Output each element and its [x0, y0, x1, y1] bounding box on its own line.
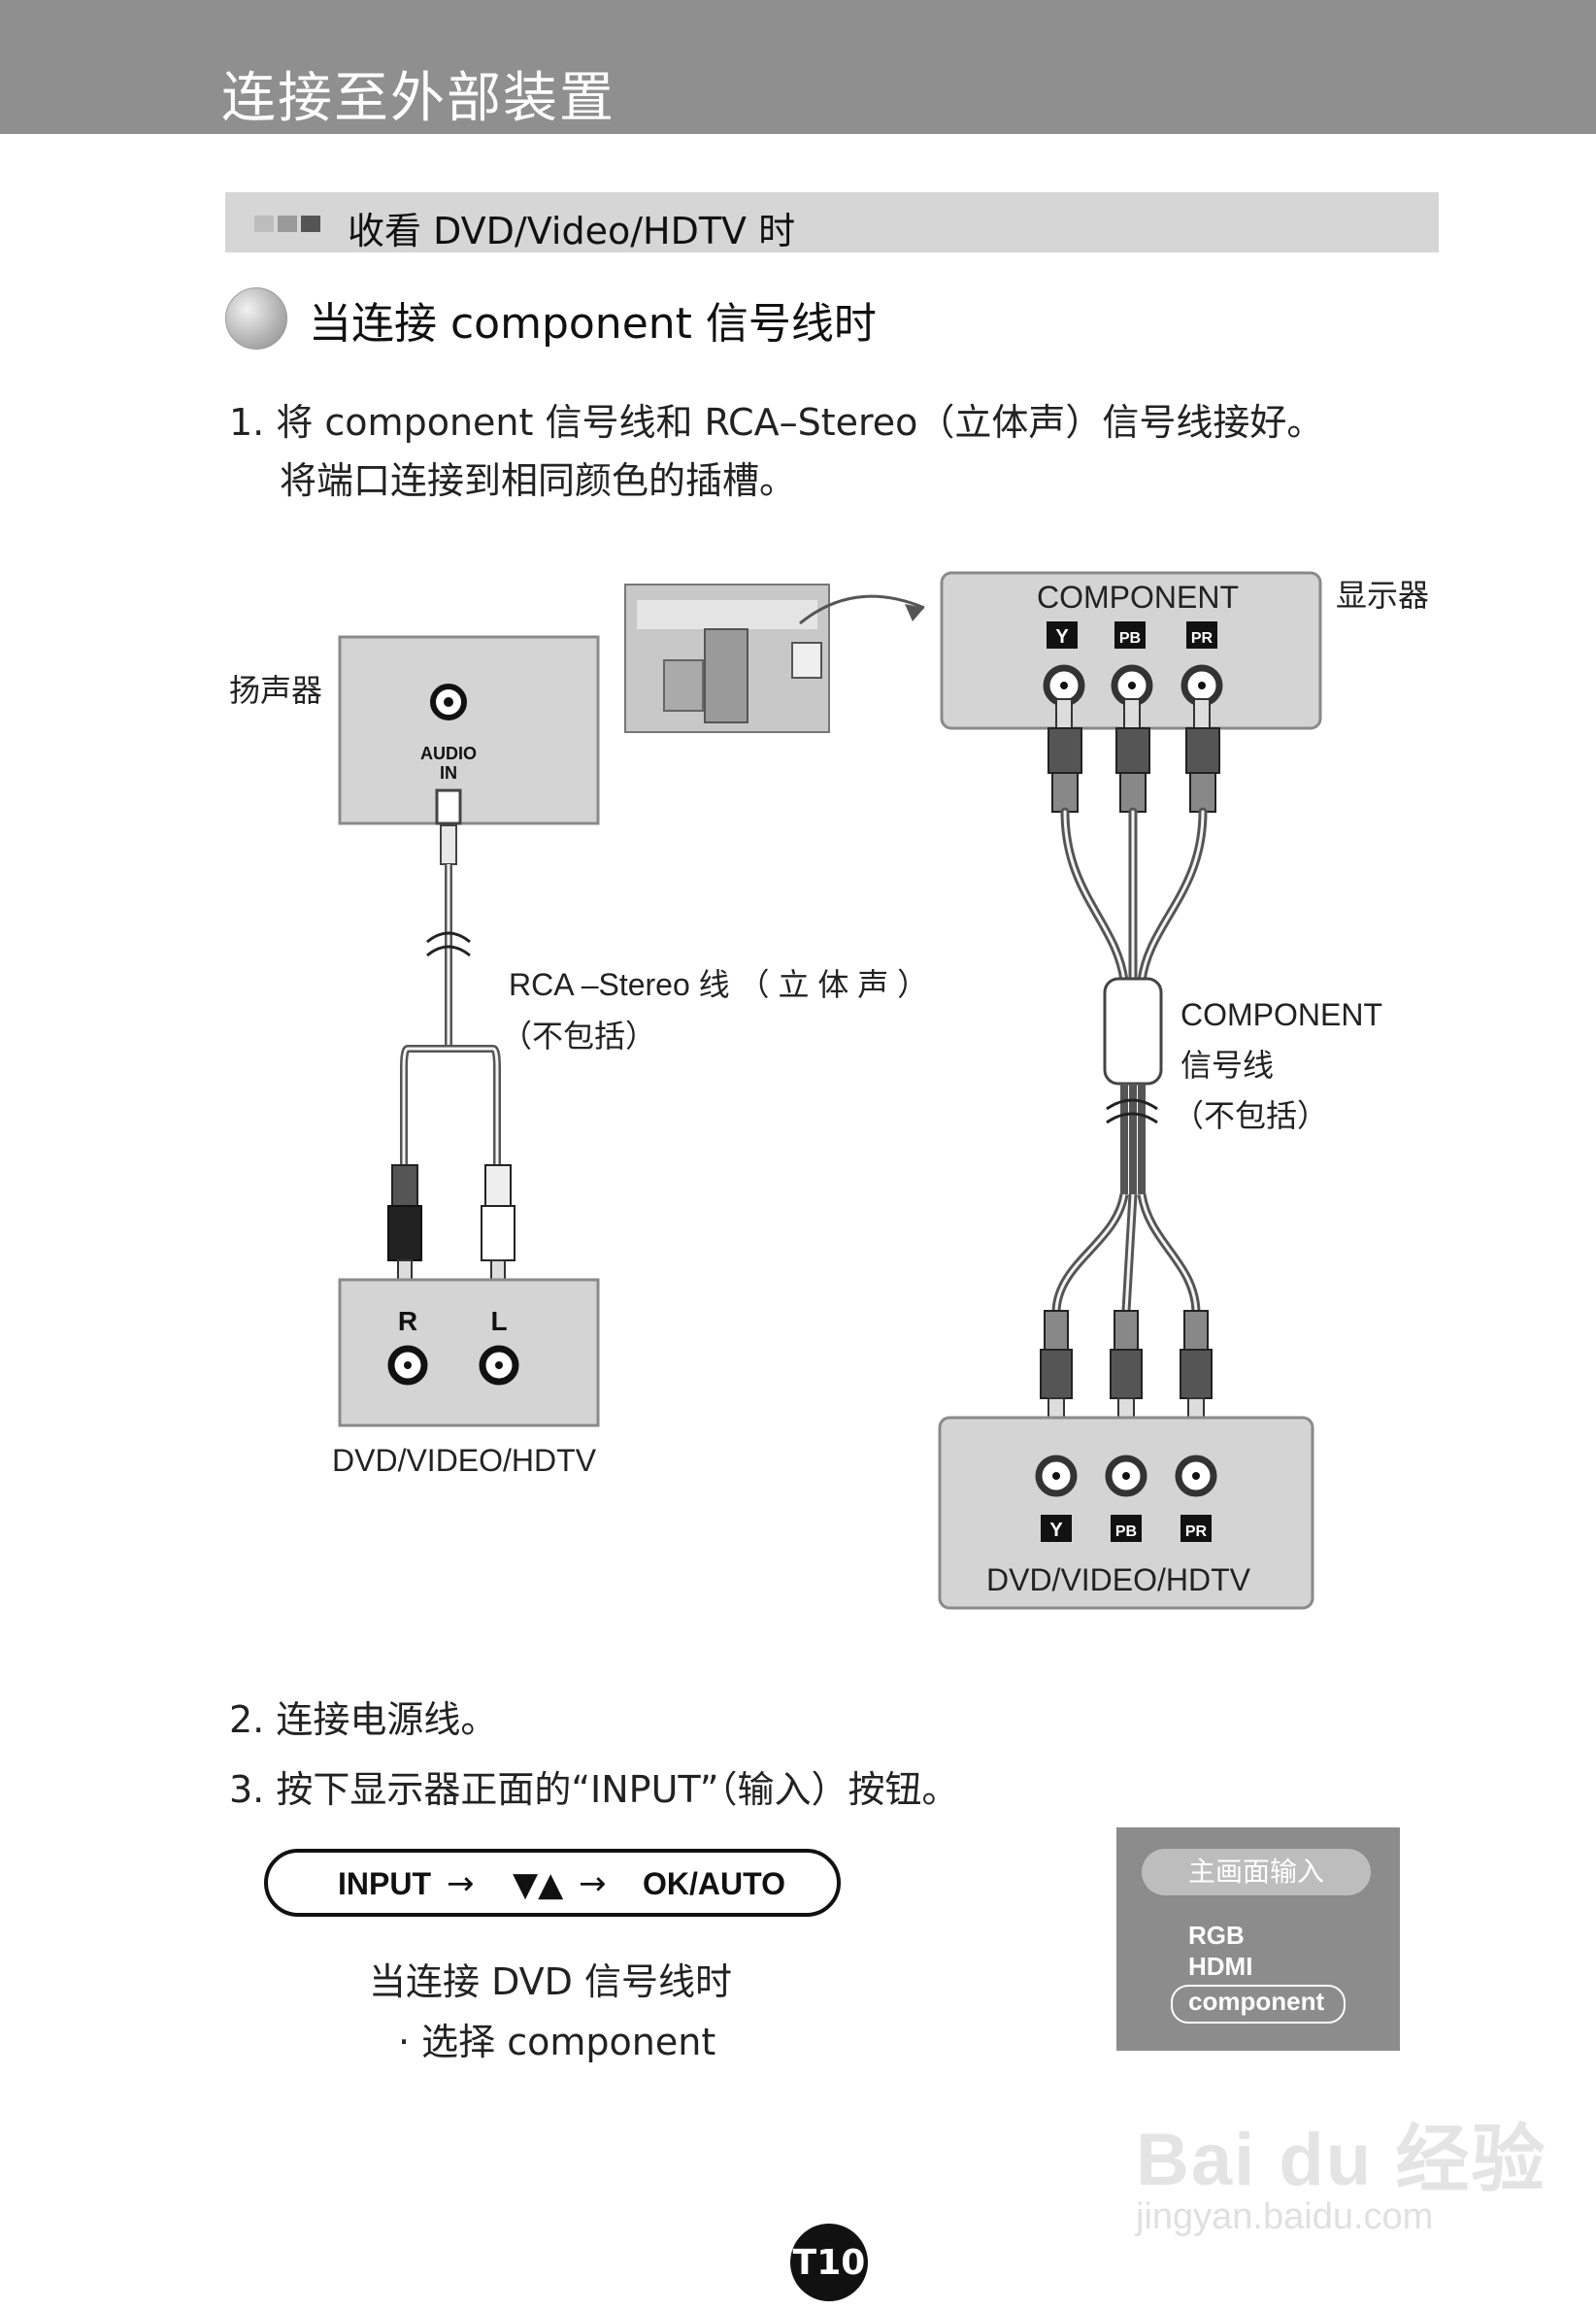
port-pr-label: PR	[1191, 630, 1214, 647]
subheading: 当连接 component 信号线时	[309, 299, 877, 349]
cable-bundle-clip	[1103, 977, 1163, 1086]
watermark-logo: Bai du 经验	[1136, 2119, 1547, 2201]
component-top-plugs	[1047, 698, 1220, 813]
l-plug	[484, 1164, 512, 1207]
r-label: R	[398, 1306, 417, 1336]
arrow-icon	[799, 594, 925, 625]
component-cable-note: （不包括）	[1173, 1098, 1328, 1133]
monitor-label: 显示器	[1336, 578, 1429, 613]
component-cable-label: COMPONENT	[1180, 997, 1382, 1032]
audio-plug	[435, 788, 462, 825]
audio-in-label: AUDIO	[420, 744, 477, 763]
step-2: 2. 连接电源线。	[229, 1698, 498, 1741]
dvd-port-y-label: Y	[1049, 1520, 1063, 1541]
button-sequence: INPUT → ▼▲ → OK/AUTO	[264, 1849, 841, 1917]
arrow-right-icon: →	[447, 1864, 475, 1903]
connection-diagram: AUDIO IN 扬声器 RCA –Stereo 线 （ 立 体 声 ） （不包…	[229, 571, 1429, 1610]
speaker-panel	[338, 635, 600, 825]
osd-item-component[interactable]: component	[1188, 1987, 1325, 2016]
dvd-port-pb-label: PB	[1115, 1523, 1137, 1540]
watermark-url: jingyan.baidu.com	[1136, 2196, 1434, 2237]
r-plug	[391, 1164, 418, 1207]
port-y-label: Y	[1055, 626, 1069, 648]
down-up-arrows-icon: ▼▲	[513, 1865, 564, 1904]
header-bar	[0, 0, 1596, 134]
square-icon	[254, 216, 274, 232]
component-bottom-plugs	[1040, 1310, 1213, 1428]
dvd-audio-panel	[338, 1278, 600, 1427]
port-pb-label: PB	[1119, 630, 1141, 647]
square-icon	[278, 216, 297, 232]
input-button-label: INPUT	[338, 1866, 431, 1901]
osd-title: 主画面输入	[1142, 1849, 1371, 1895]
dvd-left-label: DVD/VIDEO/HDTV	[332, 1443, 597, 1478]
section-bar	[225, 192, 1439, 252]
step-1-line-2: 将端口连接到相同颜色的插槽。	[280, 459, 797, 502]
dvd-port-pr-label: PR	[1185, 1523, 1208, 1540]
audio-in-label: IN	[440, 763, 457, 783]
osd-input-menu: 主画面输入 RGB HDMI component	[1116, 1827, 1400, 2051]
osd-item-hdmi[interactable]: HDMI	[1188, 1952, 1253, 1981]
dvd-note-line-1: 当连接 DVD 信号线时	[369, 1960, 733, 2003]
step-3: 3. 按下显示器正面的“INPUT”（输入）按钮。	[229, 1768, 959, 1811]
page-number: T10	[790, 2224, 868, 2301]
arrow-right-icon: →	[579, 1864, 607, 1903]
step-1-line-1: 1. 将 component 信号线和 RCA–Stereo（立体声）信号线接好…	[229, 401, 1324, 444]
dvd-component-panel	[938, 1416, 1314, 1610]
rca-cable-label: RCA –Stereo 线 （ 立 体 声 ）	[509, 967, 928, 1002]
speaker-label: 扬声器	[229, 673, 322, 708]
section-title: 收看 DVD/Video/HDTV 时	[348, 210, 796, 252]
osd-item-rgb[interactable]: RGB	[1188, 1921, 1245, 1950]
rca-cable-note: （不包括）	[501, 1019, 656, 1054]
dvd-note-line-2: · 选择 component	[398, 2021, 716, 2063]
page-title: 连接至外部装置	[221, 67, 615, 130]
dvd-right-label: DVD/VIDEO/HDTV	[986, 1562, 1251, 1597]
ok-auto-button-label: OK/AUTO	[643, 1866, 785, 1901]
l-label: L	[490, 1306, 507, 1336]
component-cable-label: 信号线	[1180, 1048, 1274, 1083]
component-header: COMPONENT	[1037, 580, 1239, 615]
bullet-circle-icon	[225, 287, 287, 350]
osd-selection-outline	[1171, 1985, 1346, 2024]
square-icon	[301, 216, 320, 232]
